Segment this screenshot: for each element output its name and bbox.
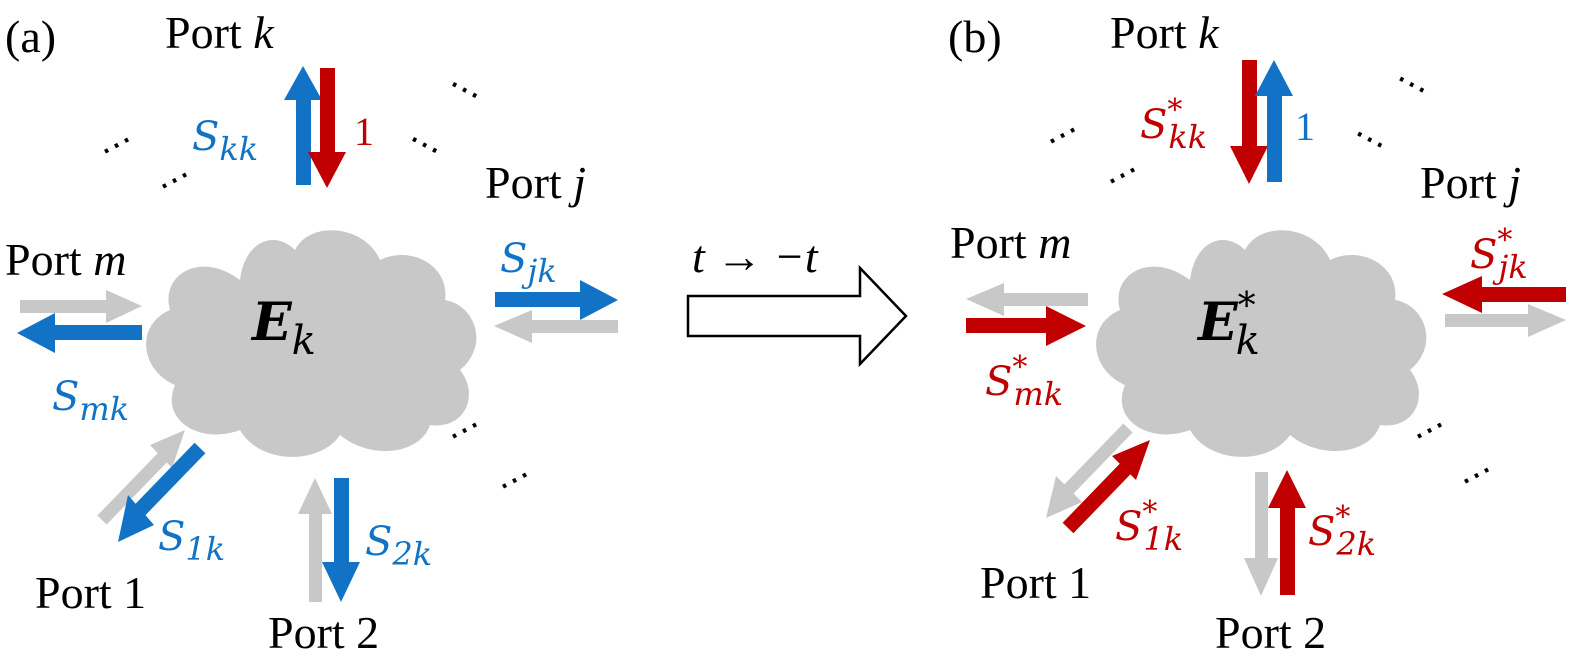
port-1-arrows-b	[1046, 423, 1150, 534]
s2k-conj-label: S*2k	[1308, 500, 1376, 563]
ellipsis-b3: ⋯	[1388, 60, 1435, 109]
s2k-label: S2k	[365, 519, 432, 573]
hollow-arrow-icon	[686, 264, 908, 368]
sjk-arrow-head	[580, 280, 618, 320]
port-2-arrows	[298, 478, 360, 602]
skk-conj-arrow-shaft	[1242, 60, 1257, 150]
port-2-label: Port 2	[268, 607, 379, 658]
port-1-label-b: Port 1	[980, 557, 1091, 608]
port-j-gray-head-b	[1528, 304, 1566, 337]
port-k-label: Port k	[165, 7, 275, 58]
ellipsis-b4: ⋯	[1346, 115, 1393, 164]
s2k-conj-arrow-head	[1268, 470, 1306, 508]
ellipsis-b1: ⋯	[1039, 111, 1086, 160]
s2k-conj-arrow-shaft	[1280, 505, 1295, 595]
ellipsis-a6: ⋯	[491, 456, 538, 505]
port-1-gray-head	[150, 430, 185, 468]
sjk-label: Sjk	[500, 236, 557, 290]
incident-arrow-head	[308, 152, 346, 188]
ellipsis-b6: ⋯	[1453, 451, 1500, 500]
skk-label: Skk	[192, 114, 258, 168]
one-label: 1	[354, 109, 374, 154]
port-j-label-b: Port j	[1420, 157, 1521, 208]
sjk-conj-arrow-head	[1442, 276, 1482, 313]
port-1-gray-shaft-b	[1063, 423, 1133, 495]
panel-b-tag: (b)	[948, 11, 1002, 62]
port-j-arrows	[494, 280, 618, 343]
outgoing-one-arrow-shaft	[1267, 92, 1282, 182]
port-2-arrows-b	[1244, 470, 1306, 596]
smk-label: Smk	[52, 374, 129, 428]
s2k-arrow-shaft	[334, 478, 349, 568]
skk-conj-arrow-head	[1230, 146, 1268, 184]
port-1-arrows	[97, 430, 206, 542]
port-2-gray-shaft-b	[1255, 472, 1268, 562]
port-2-gray-head	[298, 478, 332, 514]
port-m-gray-head	[106, 290, 142, 323]
smk-conj-arrow-shaft	[966, 318, 1051, 333]
sjk-arrow-shaft	[495, 292, 585, 307]
ellipsis-b2: ⋯	[1099, 151, 1146, 200]
port-1-gray-shaft	[97, 450, 170, 525]
port-m-label-b: Port m	[950, 217, 1071, 268]
s1k-conj-arrow-head	[1112, 440, 1150, 480]
skk-arrow-head	[284, 66, 322, 100]
panel-a-tag: (a)	[5, 11, 56, 62]
skk-conj-label: S*kk	[1140, 93, 1207, 156]
outgoing-one-arrow-head	[1255, 60, 1293, 96]
ellipsis-a4: ⋯	[401, 121, 448, 170]
port-m-gray-shaft	[20, 300, 110, 313]
ellipsis-a1: ⋯	[93, 121, 140, 170]
port-2-gray-head-b	[1244, 558, 1278, 596]
scatterer-cloud-conj	[1096, 230, 1427, 457]
s1k-arrow-head	[118, 495, 154, 542]
port-m-label: Port m	[5, 234, 126, 285]
port-j-gray-shaft	[528, 320, 618, 333]
port-m-gray-shaft-b	[1000, 293, 1088, 306]
smk-arrow-head	[17, 313, 55, 353]
smk-conj-arrow-head	[1046, 306, 1086, 346]
transform-label: t → −t	[692, 231, 819, 282]
port-k-label-b: Port k	[1110, 7, 1220, 58]
port-m-arrows-b	[966, 283, 1088, 346]
s1k-label: S1k	[158, 514, 225, 568]
smk-arrow-shaft	[50, 325, 142, 340]
port-k-arrows	[284, 66, 346, 188]
port-j-arrows-b	[1442, 276, 1566, 337]
one-label-b: 1	[1295, 104, 1315, 149]
port-1-gray-head-b	[1046, 476, 1082, 518]
skk-arrow-shaft	[296, 95, 311, 185]
port-1-label: Port 1	[35, 567, 146, 618]
port-j-label: Port j	[485, 157, 586, 208]
port-j-gray-shaft-b	[1445, 314, 1533, 327]
s1k-conj-label: S*1k	[1115, 495, 1183, 558]
ellipsis-b5: ⋯	[1406, 406, 1453, 455]
s1k-conj-arrow-shaft	[1062, 460, 1134, 534]
smk-conj-label: S*mk	[985, 350, 1063, 413]
ellipsis-a2: ⋯	[151, 156, 198, 205]
sjk-conj-arrow-shaft	[1478, 287, 1566, 302]
field-label: Ek	[250, 292, 316, 364]
port-2-gray-shaft	[309, 512, 322, 602]
port-m-gray-head-b	[966, 283, 1004, 316]
incident-arrow-shaft	[320, 68, 335, 158]
panel-a: (a) Ek Port k Skk 1 Port j Sjk	[5, 7, 618, 658]
panel-b: (b) E*k Port k S*kk 1 Port j S*jk	[948, 7, 1566, 658]
port-2-label-b: Port 2	[1215, 607, 1326, 658]
port-k-arrows-b	[1230, 60, 1293, 184]
s1k-arrow-shaft	[134, 442, 206, 516]
port-m-arrows	[17, 290, 142, 353]
s2k-arrow-head	[322, 562, 360, 602]
field-conj-label: E*k	[1196, 286, 1260, 364]
ellipsis-a3: ⋯	[441, 66, 488, 115]
port-j-gray-head	[494, 310, 532, 343]
sjk-conj-label: S*jk	[1470, 223, 1528, 286]
time-reversal-transform: t → −t	[686, 231, 908, 368]
